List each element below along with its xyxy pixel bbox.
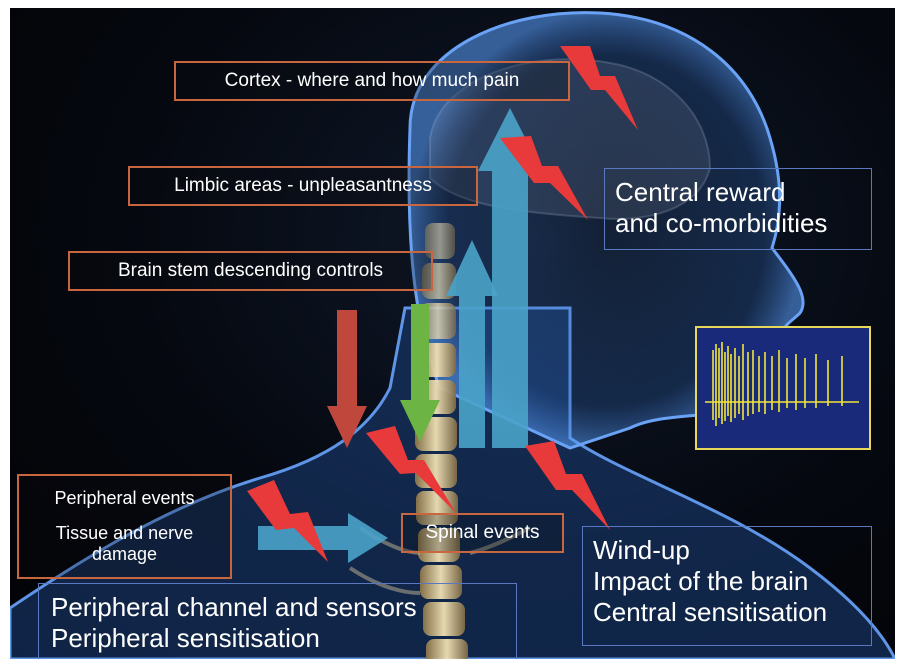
peripheral-events-label: Peripheral events Tissue and nerve damag… [17, 474, 232, 579]
windup-line2: Impact of the brain [593, 566, 871, 597]
windup-line3: Central sensitisation [593, 597, 871, 628]
peripheral-channel-line1: Peripheral channel and sensors [51, 592, 516, 623]
peripheral-events-text: Peripheral events [54, 488, 194, 509]
windup-note: Wind-up Impact of the brain Central sens… [582, 526, 872, 646]
windup-line1: Wind-up [593, 535, 871, 566]
central-reward-note: Central reward and co-morbidities [604, 168, 872, 250]
peripheral-channel-line2: Peripheral sensitisation [51, 623, 516, 654]
tissue-damage-text-line2: damage [92, 544, 157, 565]
central-reward-line2: and co-morbidities [615, 208, 871, 239]
central-reward-line1: Central reward [615, 177, 871, 208]
limbic-label-text: Limbic areas - unpleasantness [174, 175, 432, 197]
tissue-damage-text-line1: Tissue and nerve [56, 523, 193, 544]
cortex-label: Cortex - where and how much pain [174, 61, 570, 101]
spinal-events-label-text: Spinal events [425, 522, 539, 544]
brainstem-label: Brain stem descending controls [68, 251, 433, 291]
peripheral-channel-note: Peripheral channel and sensors Periphera… [38, 583, 517, 659]
brainstem-label-text: Brain stem descending controls [118, 260, 383, 282]
cortex-label-text: Cortex - where and how much pain [225, 70, 520, 92]
nerve-recording-trace [695, 326, 871, 450]
spinal-events-label: Spinal events [401, 513, 564, 553]
limbic-label: Limbic areas - unpleasantness [128, 166, 478, 206]
